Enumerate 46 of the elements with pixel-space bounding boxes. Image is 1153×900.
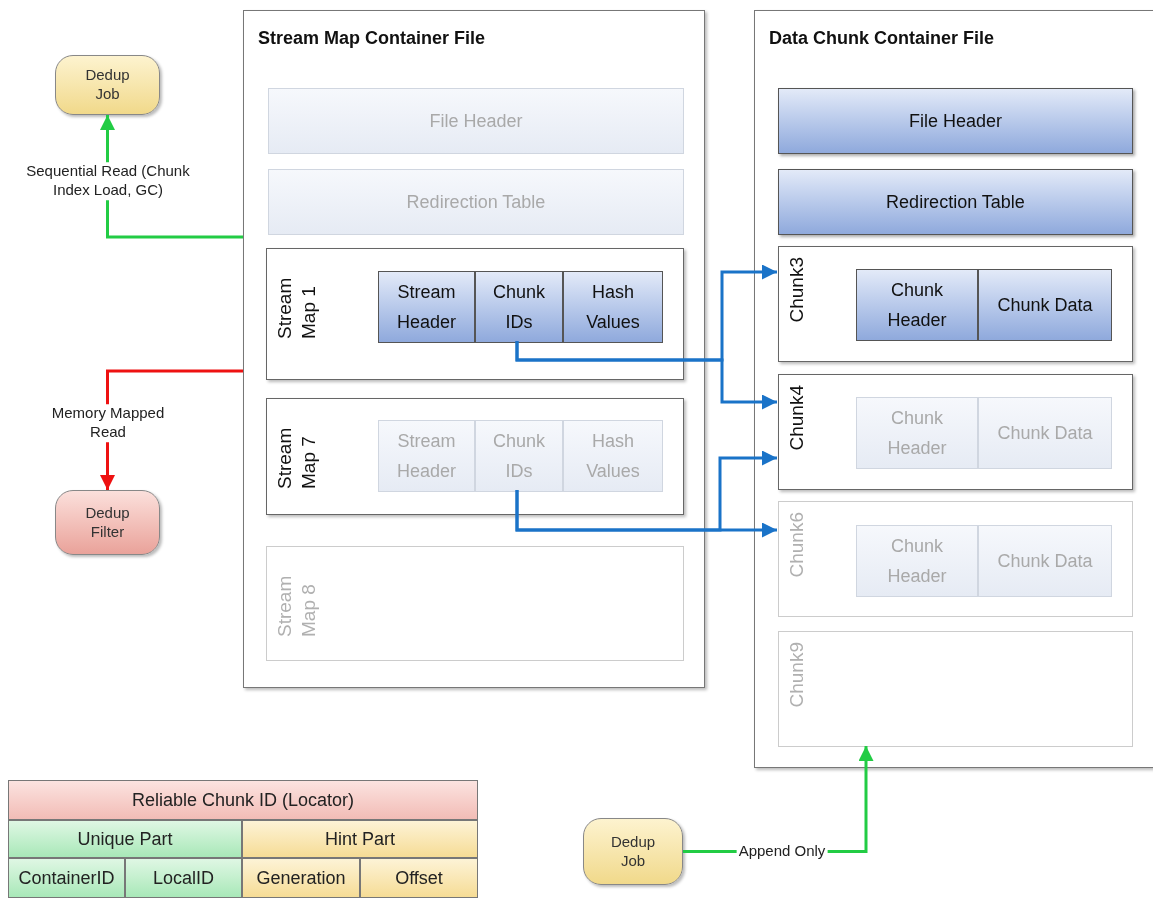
table-cell: ContainerID xyxy=(8,858,125,898)
vertical-label: Chunk4 xyxy=(785,385,808,451)
field-box: Chunk Data xyxy=(978,269,1112,341)
header-bar: File Header xyxy=(778,88,1133,154)
vertical-label: Stream Map 7 xyxy=(273,426,320,489)
container-title: Data Chunk Container File xyxy=(769,27,995,50)
field-box: Chunk Header xyxy=(856,397,978,469)
stream-map-box xyxy=(266,398,684,515)
table-cell: LocalID xyxy=(125,858,242,898)
field-box: Stream Header xyxy=(378,420,475,492)
arrow xyxy=(515,490,777,538)
process-box: Dedup Job xyxy=(55,55,160,115)
field-box: Chunk IDs xyxy=(475,271,563,343)
chunk-box xyxy=(778,374,1133,490)
container-box xyxy=(754,10,1153,768)
table-cell: Offset xyxy=(360,858,478,898)
field-box: Chunk Header xyxy=(856,269,978,341)
process-box: Dedup Job xyxy=(583,818,683,885)
field-box: Stream Header xyxy=(378,271,475,343)
field-box: Chunk Header xyxy=(856,525,978,597)
table-cell: Reliable Chunk ID (Locator) xyxy=(8,780,478,820)
table-bar: Redirection Table xyxy=(778,169,1133,235)
vertical-label: Stream Map 1 xyxy=(273,276,320,339)
vertical-label: Chunk6 xyxy=(785,512,808,578)
stream-map-box xyxy=(266,248,684,380)
chunk-box xyxy=(778,631,1133,747)
stream-map-box xyxy=(266,546,684,661)
container-title: Stream Map Container File xyxy=(258,27,486,50)
field-box: Chunk IDs xyxy=(475,420,563,492)
process-box: Dedup Filter xyxy=(55,490,160,555)
arrow xyxy=(515,341,777,410)
table-cell: Hint Part xyxy=(242,820,478,858)
field-box: Chunk Data xyxy=(978,397,1112,469)
container-box xyxy=(243,10,705,688)
header-bar: File Header xyxy=(268,88,684,154)
table-cell: Generation xyxy=(242,858,360,898)
field-box: Hash Values xyxy=(563,420,663,492)
vertical-label: Chunk9 xyxy=(785,642,808,708)
field-box: Chunk Data xyxy=(978,525,1112,597)
chunk-box xyxy=(778,246,1133,362)
vertical-label: Chunk3 xyxy=(785,257,808,323)
table-cell: Unique Part xyxy=(8,820,242,858)
field-box: Hash Values xyxy=(563,271,663,343)
chunk-box xyxy=(778,501,1133,617)
table-bar: Redirection Table xyxy=(268,169,684,235)
vertical-label: Stream Map 8 xyxy=(273,574,320,637)
